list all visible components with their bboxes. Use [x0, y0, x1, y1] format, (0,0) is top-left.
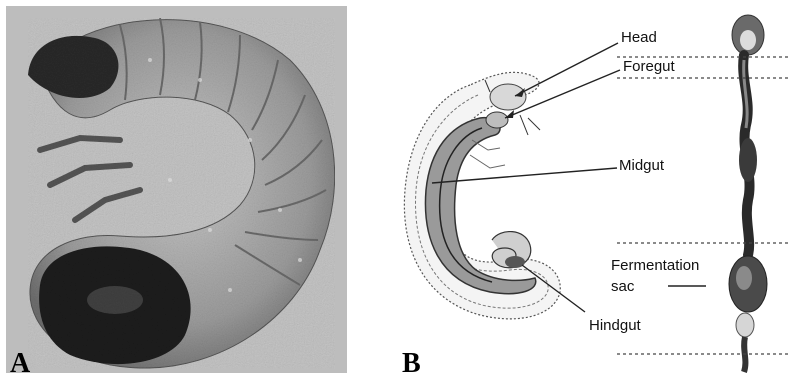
larva-abdomen-highlight — [87, 286, 143, 314]
head-capsule — [490, 84, 526, 110]
section-lines — [617, 57, 791, 354]
dissected-hindgut — [736, 313, 754, 337]
dissected-sac-highlight — [736, 266, 752, 290]
label-hindgut: Hindgut — [589, 317, 642, 334]
panel-letter-a: A — [10, 348, 31, 379]
head-leader — [515, 43, 618, 96]
label-foregut: Foregut — [623, 58, 676, 75]
panel-a-photo: A — [6, 6, 347, 379]
dissected-gut — [729, 15, 767, 372]
hindgut-dark — [505, 256, 525, 268]
dissected-midgut-bulge — [739, 138, 757, 182]
label-head: Head — [621, 29, 657, 46]
foregut-shape — [486, 112, 508, 128]
panel-letter-b: B — [402, 348, 421, 379]
foregut-arrowhead — [505, 110, 514, 118]
label-fermentation: Fermentation — [611, 257, 699, 274]
label-sac: sac — [611, 278, 635, 295]
dissected-head-highlight — [740, 30, 756, 50]
panel-b-diagram: Head Foregut Midgut Fermentation sac Hin… — [402, 15, 791, 379]
label-midgut: Midgut — [619, 157, 665, 174]
